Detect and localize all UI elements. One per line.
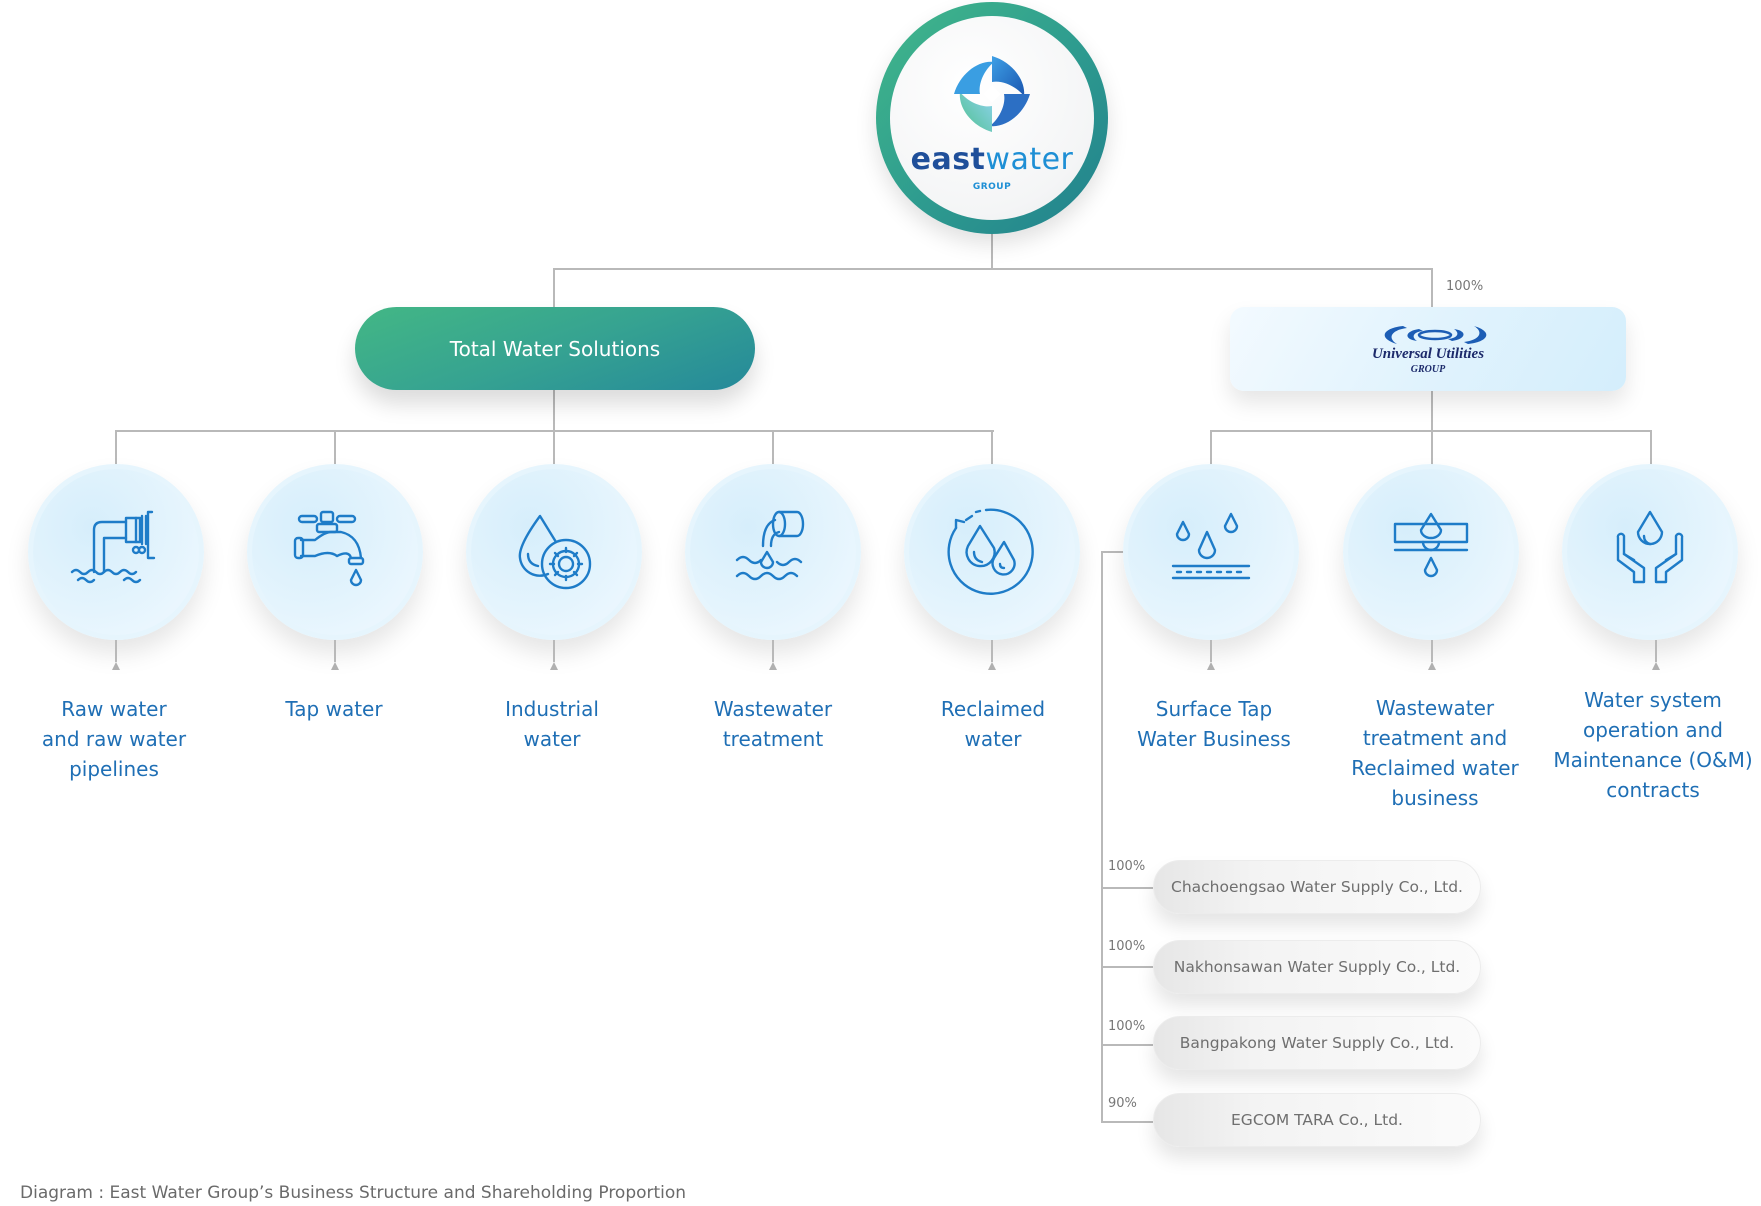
service-industrial-water <box>466 464 642 640</box>
east-water-emblem-icon <box>954 56 1030 132</box>
arrow-up-marker <box>1428 662 1436 670</box>
connector-to-uu <box>1431 268 1433 308</box>
service-reclaimed-water <box>904 464 1080 640</box>
connector-uu-child-2 <box>1431 430 1433 466</box>
service-surface-tap-water <box>1123 464 1299 640</box>
service-om-contracts <box>1562 464 1738 640</box>
arrow-up-marker <box>1207 662 1215 670</box>
connector-label-5 <box>991 640 993 662</box>
connector-subsidiaries-vertical <box>1101 551 1103 1122</box>
connector-root-horizontal <box>553 268 1433 270</box>
label-surface-tap-water: Surface Tap Water Business <box>1137 697 1291 751</box>
subsidiary-shareholding: 90% <box>1108 1096 1137 1111</box>
pipe-water-icon <box>70 510 156 584</box>
connector-sub-1 <box>1101 887 1153 889</box>
connector-tws-down <box>553 390 555 431</box>
label-wastewater-reclaimed: Wastewater treatment and Reclaimed water… <box>1351 696 1519 810</box>
hands-drop-icon <box>1616 510 1684 584</box>
service-wastewater-reclaimed <box>1343 464 1519 640</box>
universal-utilities-name: Universal Utilities <box>1371 346 1485 362</box>
connector-tws-child-1 <box>115 430 117 466</box>
label-om-contracts: Water system operation and Maintenance (… <box>1553 688 1753 802</box>
east-water-group-text: GROUP <box>972 182 1012 192</box>
subsidiary-shareholding: 100% <box>1108 939 1146 954</box>
subsidiary-bangpakong: Bangpakong Water Supply Co., Ltd. <box>1153 1016 1481 1070</box>
arrow-up-marker <box>988 662 996 670</box>
subsidiary-nakhonsawan: Nakhonsawan Water Supply Co., Ltd. <box>1153 940 1481 994</box>
total-water-solutions-node: Total Water Solutions <box>355 307 755 390</box>
arrow-up-marker <box>550 662 558 670</box>
connector-tws-child-5 <box>991 430 993 466</box>
east-water-wordmark: eastwater <box>910 142 1074 177</box>
arrow-up-marker <box>1652 662 1660 670</box>
east-water-group-logo: eastwater GROUP <box>876 2 1108 234</box>
connector-uu-child-1 <box>1210 430 1212 466</box>
connector-label-8 <box>1655 640 1657 662</box>
connector-label-6 <box>1210 640 1212 662</box>
connector-surface-left <box>1101 551 1125 553</box>
arrow-up-marker <box>112 662 120 670</box>
faucet-icon <box>293 510 365 587</box>
connector-uu-down <box>1431 391 1433 431</box>
label-raw-water: Raw water and raw water pipelines <box>41 697 187 781</box>
connector-tws-child-4 <box>772 430 774 466</box>
label-reclaimed-water: Reclaimed water <box>940 697 1046 751</box>
universal-utilities-group-text: GROUP <box>1410 364 1446 375</box>
connector-root-down <box>991 234 993 269</box>
uu-shareholding: 100% <box>1446 279 1484 294</box>
subsidiary-shareholding: 100% <box>1108 859 1146 874</box>
universal-utilities-swirl-icon <box>1384 326 1487 344</box>
label-industrial-water: Industrial water <box>505 697 599 751</box>
connector-tws-child-2 <box>334 430 336 466</box>
connector-label-2 <box>334 640 336 662</box>
label-wastewater-treatment: Wastewater treatment <box>713 697 833 751</box>
label-tap-water: Tap water <box>285 697 383 721</box>
connector-label-1 <box>115 640 117 662</box>
arrow-up-marker <box>331 662 339 670</box>
connector-uu-child-3 <box>1650 430 1652 466</box>
connector-tws-child-3 <box>553 430 555 466</box>
service-wastewater-treatment <box>685 464 861 640</box>
arrow-up-marker <box>769 662 777 670</box>
filtration-drop-icon <box>1393 512 1469 578</box>
connector-sub-4 <box>1101 1121 1153 1123</box>
wastewater-pour-icon <box>735 510 805 581</box>
diagram-caption: Diagram : East Water Group’s Business St… <box>20 1183 687 1203</box>
subsidiary-shareholding: 100% <box>1108 1019 1146 1034</box>
universal-utilities-node: Universal Utilities GROUP <box>1230 307 1626 391</box>
service-raw-water <box>28 464 204 640</box>
service-tap-water <box>247 464 423 640</box>
recycle-drops-icon <box>947 508 1034 595</box>
connector-label-4 <box>772 640 774 662</box>
subsidiary-chachoengsao: Chachoengsao Water Supply Co., Ltd. <box>1153 860 1481 914</box>
connector-label-7 <box>1431 640 1433 662</box>
connector-sub-3 <box>1101 1044 1153 1046</box>
subsidiary-egcom-tara: EGCOM TARA Co., Ltd. <box>1153 1093 1481 1147</box>
drops-filter-icon <box>1171 512 1251 580</box>
drop-gear-icon <box>518 514 592 590</box>
connector-to-tws <box>553 268 555 308</box>
connector-label-3 <box>553 640 555 662</box>
connector-sub-2 <box>1101 966 1153 968</box>
